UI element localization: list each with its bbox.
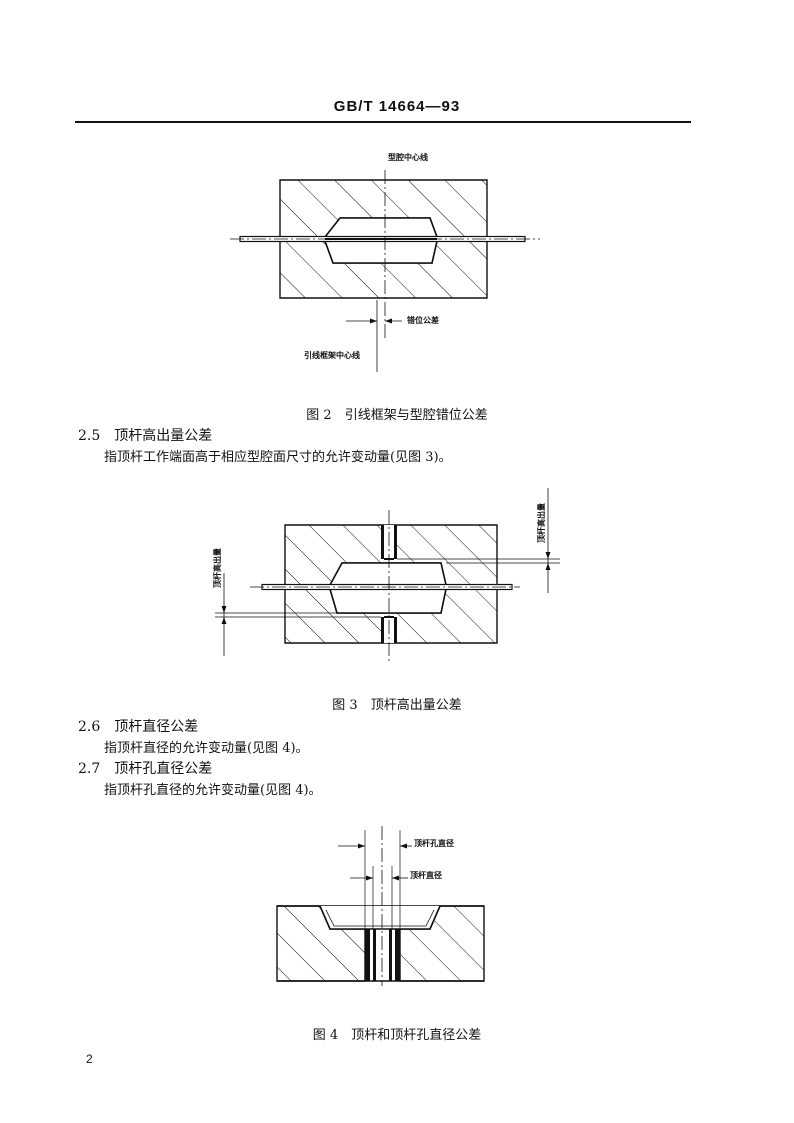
figure-2-caption: 图 2 引线框架与型腔错位公差 [306, 408, 488, 423]
label-pin-diameter: 顶杆直径 [410, 870, 442, 880]
label-frame-center: 引线框架中心线 [304, 350, 360, 360]
figure-4-caption: 图 4 顶杆和顶杆孔直径公差 [312, 1028, 482, 1043]
page-header: GB/T 14664—93 [333, 98, 461, 115]
section-2-5-body: 指顶杆工作端面高于相应型腔面尺寸的允许变动量(见图 3)。 [104, 450, 452, 465]
figure-3: 顶杆高出量 顶杆高出量 [0, 488, 794, 668]
section-2-7-body: 指顶杆孔直径的允许变动量(见图 4)。 [104, 783, 322, 798]
label-pin-height-left: 顶杆高出量 [212, 548, 222, 588]
section-2-7-title: 2.7 顶杆孔直径公差 [78, 761, 213, 777]
label-pin-height-right: 顶杆高出量 [536, 503, 546, 543]
label-hole-diameter: 顶杆孔直径 [414, 838, 454, 848]
figure-2: 型腔中心线 错位公差 引线框架中心线 [0, 140, 794, 380]
page-number: 2 [86, 1052, 93, 1066]
section-2-6-title: 2.6 顶杆直径公差 [78, 719, 199, 735]
label-cavity-center: 型腔中心线 [388, 152, 428, 162]
figure-3-caption: 图 3 顶杆高出量公差 [332, 698, 462, 713]
section-2-6-body: 指顶杆直径的允许变动量(见图 4)。 [104, 741, 309, 756]
header-rule [75, 121, 691, 123]
figure-4: 顶杆孔直径 顶杆直径 [0, 826, 794, 996]
label-offset-tolerance: 错位公差 [407, 315, 439, 325]
section-2-5-title: 2.5 顶杆高出量公差 [78, 428, 213, 444]
